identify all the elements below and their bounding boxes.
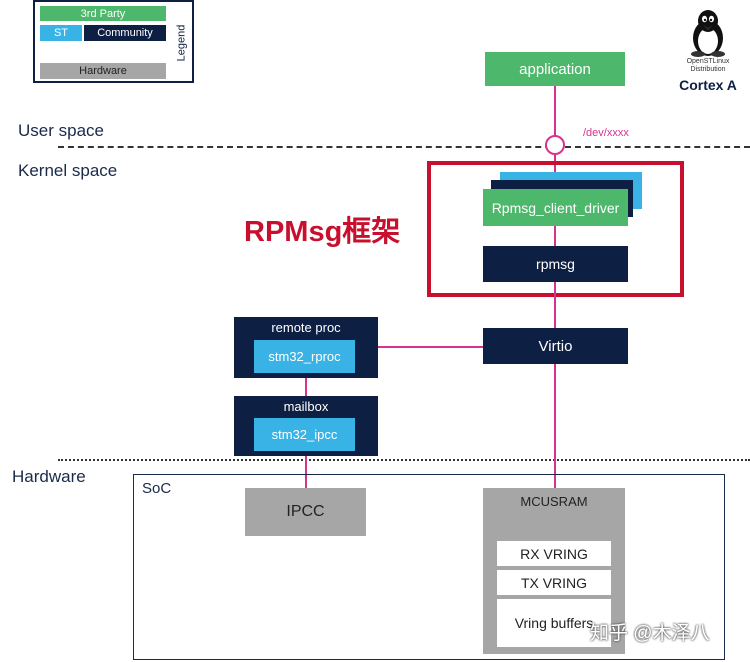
rproc-to-virtio-connector [354, 346, 483, 348]
soc-frame [133, 474, 725, 660]
tux-logo [686, 8, 730, 68]
legend-st: ST [40, 25, 82, 41]
application-block: application [485, 52, 625, 86]
framework-title: RPMsg框架 [244, 216, 401, 248]
legend-title: Legend [175, 24, 187, 61]
ipcc-block: IPCC [245, 488, 366, 536]
watermark: 知乎 @木泽八 [590, 623, 710, 644]
mailbox-to-ipcc-connector [305, 456, 307, 488]
penguin-icon [691, 10, 725, 57]
rx-vring-block: RX VRING [497, 541, 611, 566]
dev-node-circle [545, 135, 565, 155]
legend: 3rd Party ST Community Hardware Legend [33, 0, 194, 83]
rproc-to-mailbox-connector [305, 378, 307, 396]
remote-proc-block: remote proc stm32_rproc [234, 317, 378, 378]
dev-to-kernel-connector [554, 155, 556, 177]
virtio-block: Virtio [483, 328, 628, 364]
rpmsg-client-driver-block: Rpmsg_client_driver [483, 189, 628, 226]
logo-caption: Cortex A [679, 77, 737, 93]
virtio-to-mcusram-connector [554, 364, 556, 488]
user-kernel-separator [58, 146, 750, 148]
rpmsg-to-virtio-connector [554, 282, 556, 328]
legend-hardware: Hardware [40, 63, 166, 79]
logo-line1: OpenSTLinux [686, 58, 730, 65]
rpmsg-block: rpmsg [483, 246, 628, 282]
mcusram-label: MCUSRAM [520, 494, 588, 509]
app-to-dev-connector [554, 86, 556, 136]
stm32-ipcc-block: stm32_ipcc [254, 418, 355, 451]
legend-third-party: 3rd Party [40, 6, 166, 21]
mcusram-block: MCUSRAM RX VRING TX VRING Vring buffers [483, 488, 625, 654]
client-to-rpmsg-connector [554, 226, 556, 246]
tx-vring-block: TX VRING [497, 570, 611, 595]
kernel-space-label: Kernel space [18, 161, 118, 180]
vring-buffers-block: Vring buffers [497, 599, 611, 647]
kernel-hardware-separator [58, 459, 750, 461]
remote-proc-label: remote proc [271, 320, 341, 335]
mailbox-block: mailbox stm32_ipcc [234, 396, 378, 456]
stm32-rproc-block: stm32_rproc [254, 340, 355, 373]
logo-line2: Distribution [690, 66, 726, 73]
hardware-label: Hardware [12, 467, 86, 486]
soc-label: SoC [142, 480, 172, 497]
user-space-label: User space [18, 121, 104, 140]
mailbox-label: mailbox [283, 399, 329, 414]
dev-node-label: /dev/xxxx [583, 127, 629, 139]
legend-community: Community [84, 25, 166, 41]
